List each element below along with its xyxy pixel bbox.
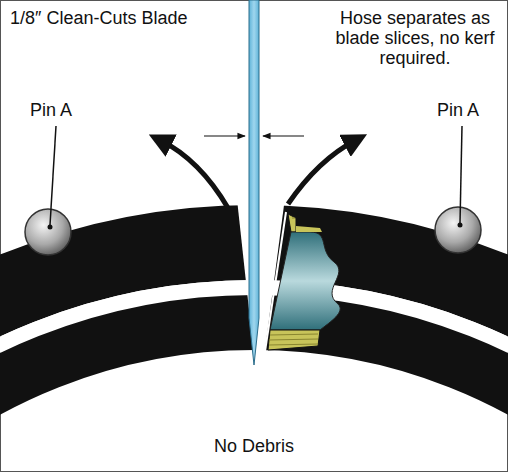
pin-label: Pin A: [30, 100, 72, 120]
debris-label: No Debris: [214, 436, 294, 456]
note-text: Hose separates as blade slices, no kerf …: [326, 8, 504, 68]
blade-title: 1/8″ Clean-Cuts Blade: [10, 8, 187, 28]
pin-label: Pin A: [437, 100, 479, 120]
